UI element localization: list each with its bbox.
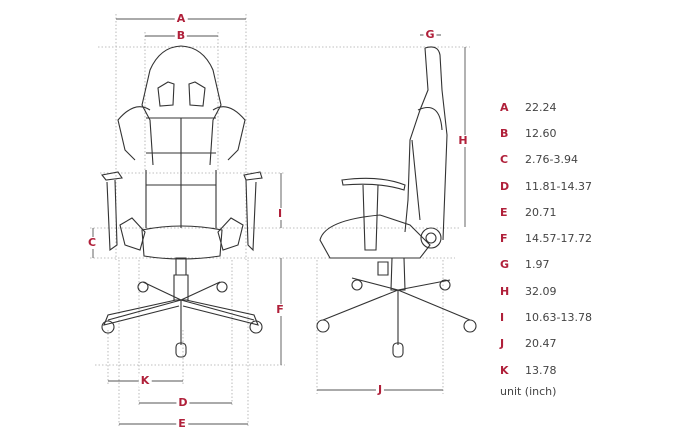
legend-value: 20.71 [525, 205, 557, 219]
legend-row: J 20.47 [500, 331, 592, 357]
dimension-label-g: G [423, 28, 437, 41]
dimension-label-i: I [275, 207, 285, 220]
legend-row: E 20.71 [500, 199, 592, 225]
dimension-lines [92, 18, 466, 425]
legend-value: 1.97 [525, 258, 550, 272]
legend-key: I [500, 311, 505, 325]
dimension-label-f: F [274, 303, 286, 316]
dimension-label-c: C [85, 236, 99, 249]
dimension-label-h: H [456, 134, 470, 147]
legend-key: G [500, 258, 510, 272]
legend-key: C [500, 153, 509, 167]
legend-row: G 1.97 [500, 252, 592, 278]
side-view-chair [316, 46, 477, 358]
legend-row: H 32.09 [500, 278, 592, 304]
legend-key: K [500, 363, 509, 377]
legend-value: 20.47 [525, 337, 557, 351]
legend-key: B [500, 126, 509, 140]
legend-row: F 14.57-17.72 [500, 225, 592, 251]
legend-row: K 13.78 [500, 357, 592, 383]
unit-label: unit (inch) [500, 385, 557, 399]
dimension-label-e: E [176, 417, 188, 430]
legend-key: H [500, 284, 510, 298]
dimension-label-a: A [174, 12, 188, 25]
legend-key: A [500, 100, 509, 114]
legend-row: I 10.63-13.78 [500, 304, 592, 330]
legend-key: E [500, 205, 508, 219]
legend-value: 12.60 [525, 126, 557, 140]
legend-row: D 11.81-14.37 [500, 173, 592, 199]
legend-value: 32.09 [525, 284, 557, 298]
guide-lines [90, 14, 470, 428]
dimension-label-k: K [138, 374, 152, 387]
dimension-legend: A 22.24 B 12.60 C 2.76-3.94 D 11.81-14.37 E 2… [500, 94, 592, 399]
legend-key: D [500, 179, 510, 193]
legend-key: F [500, 232, 508, 246]
legend-key: J [500, 337, 505, 351]
legend-value: 11.81-14.37 [525, 179, 592, 193]
front-view-chair [100, 45, 263, 358]
legend-value: 2.76-3.94 [525, 153, 578, 167]
legend-row: A 22.24 [500, 94, 592, 120]
dimension-label-d: D [176, 396, 190, 409]
dimension-label-b: B [174, 29, 188, 42]
legend-row: B 12.60 [500, 120, 592, 146]
legend-value: 13.78 [525, 363, 557, 377]
legend-value: 10.63-13.78 [525, 311, 592, 325]
legend-value: 14.57-17.72 [525, 232, 592, 246]
dimension-label-j: J [375, 383, 385, 396]
legend-row: C 2.76-3.94 [500, 147, 592, 173]
legend-value: 22.24 [525, 100, 557, 114]
